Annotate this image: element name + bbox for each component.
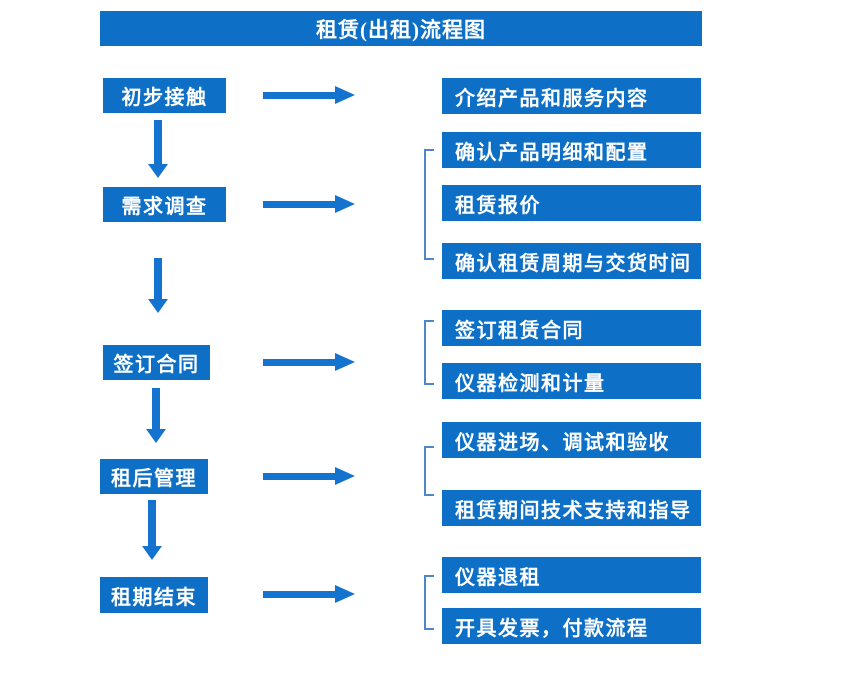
detail-box-sign-rental-contract: 签订租赁合同 xyxy=(442,310,701,346)
right-arrow-icon xyxy=(263,195,355,213)
arrow-head xyxy=(146,429,166,443)
detail-box-instrument-setup: 仪器进场、调试和验收 xyxy=(442,422,701,458)
detail-box-rental-quote: 租赁报价 xyxy=(442,185,701,221)
right-arrow-icon xyxy=(263,353,355,371)
detail-box-confirm-period-delivery: 确认租赁周期与交货时间 xyxy=(442,243,701,279)
arrow-stem xyxy=(263,92,337,99)
arrow-head xyxy=(148,164,168,178)
group-bracket-demand-survey xyxy=(424,149,434,260)
arrow-stem xyxy=(148,500,156,547)
arrow-head xyxy=(335,353,355,371)
arrow-stem xyxy=(263,591,337,598)
right-arrow-icon xyxy=(263,585,355,603)
detail-box-instrument-testing: 仪器检测和计量 xyxy=(442,363,701,399)
detail-box-instrument-return: 仪器退租 xyxy=(442,557,701,593)
right-arrow-icon xyxy=(263,467,355,485)
step-box-sign-contract: 签订合同 xyxy=(103,345,210,380)
right-arrow-icon xyxy=(263,86,355,104)
arrow-head xyxy=(142,546,162,560)
arrow-head xyxy=(335,585,355,603)
down-arrow-icon xyxy=(146,388,166,443)
step-box-lease-end: 租期结束 xyxy=(100,577,208,613)
down-arrow-icon xyxy=(142,500,162,560)
flowchart-title: 租赁(出租)流程图 xyxy=(100,11,702,46)
arrow-head xyxy=(335,195,355,213)
down-arrow-icon xyxy=(148,120,168,178)
step-box-demand-survey: 需求调查 xyxy=(103,187,226,222)
arrow-stem xyxy=(154,258,162,300)
detail-box-invoice-payment: 开具发票，付款流程 xyxy=(442,608,701,644)
arrow-head xyxy=(335,467,355,485)
group-bracket-lease-end xyxy=(424,575,434,630)
detail-box-confirm-product-config: 确认产品明细和配置 xyxy=(442,132,701,168)
arrow-stem xyxy=(263,201,337,208)
arrow-head xyxy=(148,299,168,313)
detail-box-introduce-products: 介绍产品和服务内容 xyxy=(442,78,701,114)
arrow-stem xyxy=(263,473,337,480)
step-box-post-rental-management: 租后管理 xyxy=(100,459,208,494)
arrow-stem xyxy=(263,359,337,366)
group-bracket-sign-contract xyxy=(424,320,434,385)
step-box-initial-contact: 初步接触 xyxy=(103,78,226,113)
down-arrow-icon xyxy=(148,258,168,313)
detail-box-tech-support: 租赁期间技术支持和指导 xyxy=(442,490,701,526)
arrow-stem xyxy=(154,120,162,165)
arrow-stem xyxy=(152,388,160,430)
group-bracket-post-rental xyxy=(424,446,434,496)
arrow-head xyxy=(335,86,355,104)
